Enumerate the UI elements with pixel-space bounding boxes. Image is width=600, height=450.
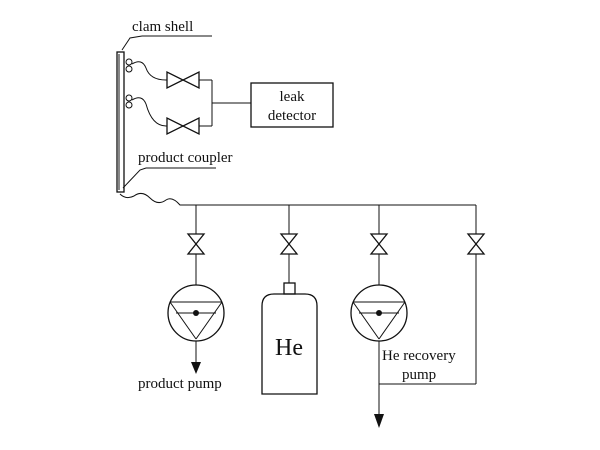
lower-valve[interactable] [166,116,200,136]
recovery-outlet-arrow-icon [374,414,384,428]
leak-detector-label-line2: detector [268,108,316,124]
product-coupler-label: product coupler [138,150,233,166]
recovery-pump-valve[interactable] [369,233,389,255]
upper-valve[interactable] [166,70,200,90]
he-cylinder-label: He [275,335,303,361]
clam-shell-leader [121,35,212,51]
recovery-pump-label-line1: He recovery [382,348,456,364]
leak-detector-box [250,82,334,128]
leak-detector-label-line1: leak [280,89,305,105]
lower-sniffer-line [131,97,167,127]
recovery-pump-label-line2: pump [402,367,436,383]
product-pump [167,284,225,342]
product-pump-arrow-icon [191,362,201,374]
clamp-fittings [125,58,133,109]
leak-detector-manifold [211,80,251,126]
product-pump-valve[interactable] [186,233,206,255]
coupler-wavy-line [119,192,181,206]
upper-sniffer-line [131,61,167,81]
bypass-valve[interactable] [466,233,486,255]
recovery-pump [350,284,408,342]
product-coupler-leader [122,167,216,189]
he-cylinder-valve[interactable] [279,233,299,255]
he-cylinder [261,282,318,395]
product-tube [116,51,125,193]
product-pump-label: product pump [138,376,222,392]
clam-shell-label: clam shell [132,19,193,35]
